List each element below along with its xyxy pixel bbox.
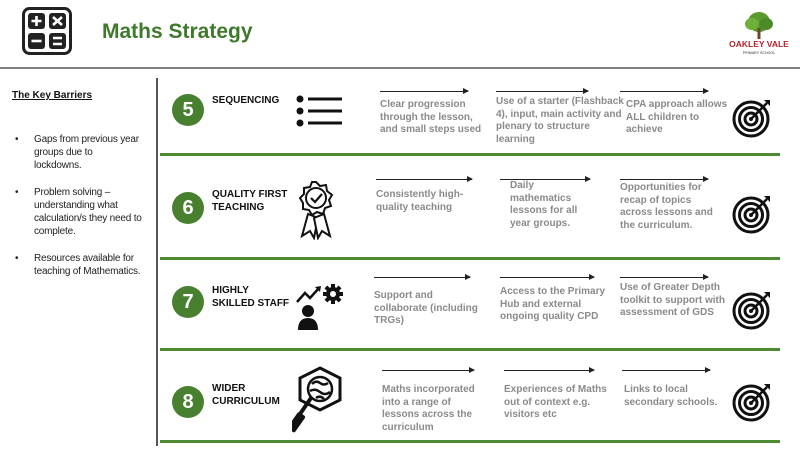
row-divider (160, 153, 780, 156)
step-arrow (620, 88, 709, 94)
barrier-item: Resources available for teaching of Math… (12, 252, 142, 278)
row-number-badge: 7 (172, 286, 204, 318)
row-number-badge: 6 (172, 192, 204, 224)
row-label: SEQUENCING (212, 95, 280, 106)
step-arrow (380, 88, 469, 94)
step-arrow (620, 176, 709, 182)
person-growth-gear-icon (296, 284, 343, 330)
header-divider (0, 67, 800, 69)
step-text: Use of a starter (Flashback 4), input, m… (496, 96, 624, 145)
key-barriers-panel: The Key Barriers Gaps from previous year… (12, 90, 142, 292)
barrier-list: Gaps from previous year groups due to lo… (12, 133, 142, 278)
step-arrow (382, 367, 475, 373)
strategy-row-sequencing: 5 SEQUENCING Clear progression through t… (160, 78, 800, 170)
page-title: Maths Strategy (102, 20, 253, 43)
step-text: Maths incorporated into a range of lesso… (382, 384, 475, 433)
math-operators-icon (22, 7, 72, 55)
row-divider (160, 440, 780, 443)
step-text: Access to the Primary Hub and external o… (500, 286, 606, 322)
row-number-badge: 8 (172, 386, 204, 418)
step-text: Support and collaborate (including TRGs) (374, 290, 478, 326)
step-arrow (376, 176, 473, 182)
step-text: Consistently high-quality teaching (376, 189, 464, 213)
row-number-badge: 5 (172, 94, 204, 126)
vertical-divider (156, 78, 158, 446)
step-text: Links to local secondary schools. (624, 384, 718, 408)
strategy-row-highly-skilled-staff: 7 HIGHLY SKILLED STAFF Support and colla… (160, 262, 800, 354)
step-arrow (620, 274, 709, 280)
target-icon (732, 196, 770, 234)
step-text: Experiences of Maths out of context e.g.… (504, 384, 607, 420)
target-icon (732, 100, 770, 138)
step-arrow (622, 367, 711, 373)
row-label: WIDER CURRICULUM (212, 383, 280, 407)
school-logo: OAKLEY VALE PRIMARY SCHOOL (729, 12, 789, 55)
barrier-item: Gaps from previous year groups due to lo… (12, 133, 142, 172)
step-text: CPA approach allows ALL children to achi… (626, 99, 728, 135)
step-arrow (374, 274, 471, 280)
target-icon (732, 384, 770, 422)
step-text: Daily mathematics lessons for all year g… (510, 180, 578, 229)
strategy-row-wider-curriculum: 8 WIDER CURRICULUM Maths incorporated in… (160, 358, 800, 450)
list-icon (296, 95, 342, 127)
target-icon (732, 292, 770, 330)
school-logo-name: OAKLEY VALE (729, 39, 789, 49)
step-text: Opportunities for recap of topics across… (620, 182, 713, 231)
row-label: HIGHLY SKILLED STAFF (212, 285, 290, 309)
step-arrow (500, 274, 595, 280)
step-text: Use of Greater Depth toolkit to support … (620, 282, 725, 318)
barrier-item: Problem solving – understanding what cal… (12, 186, 142, 238)
key-barriers-title: The Key Barriers (12, 90, 93, 101)
step-arrow (496, 88, 589, 94)
globe-magnifier-icon (292, 366, 342, 433)
school-logo-subtext: PRIMARY SCHOOL (743, 51, 775, 55)
step-arrow (504, 367, 595, 373)
row-divider (160, 257, 780, 260)
row-divider (160, 348, 780, 351)
award-ribbon-icon (298, 181, 334, 240)
row-label: QUALITY FIRST TEACHING (212, 189, 288, 213)
step-text: Clear progression through the lesson, an… (380, 99, 482, 135)
step-arrow (500, 176, 591, 182)
strategy-row-quality-first-teaching: 6 QUALITY FIRST TEACHING Consistently hi… (160, 168, 800, 260)
header: Maths Strategy OAKLEY VALE PRIMARY SCHOO… (0, 0, 800, 69)
